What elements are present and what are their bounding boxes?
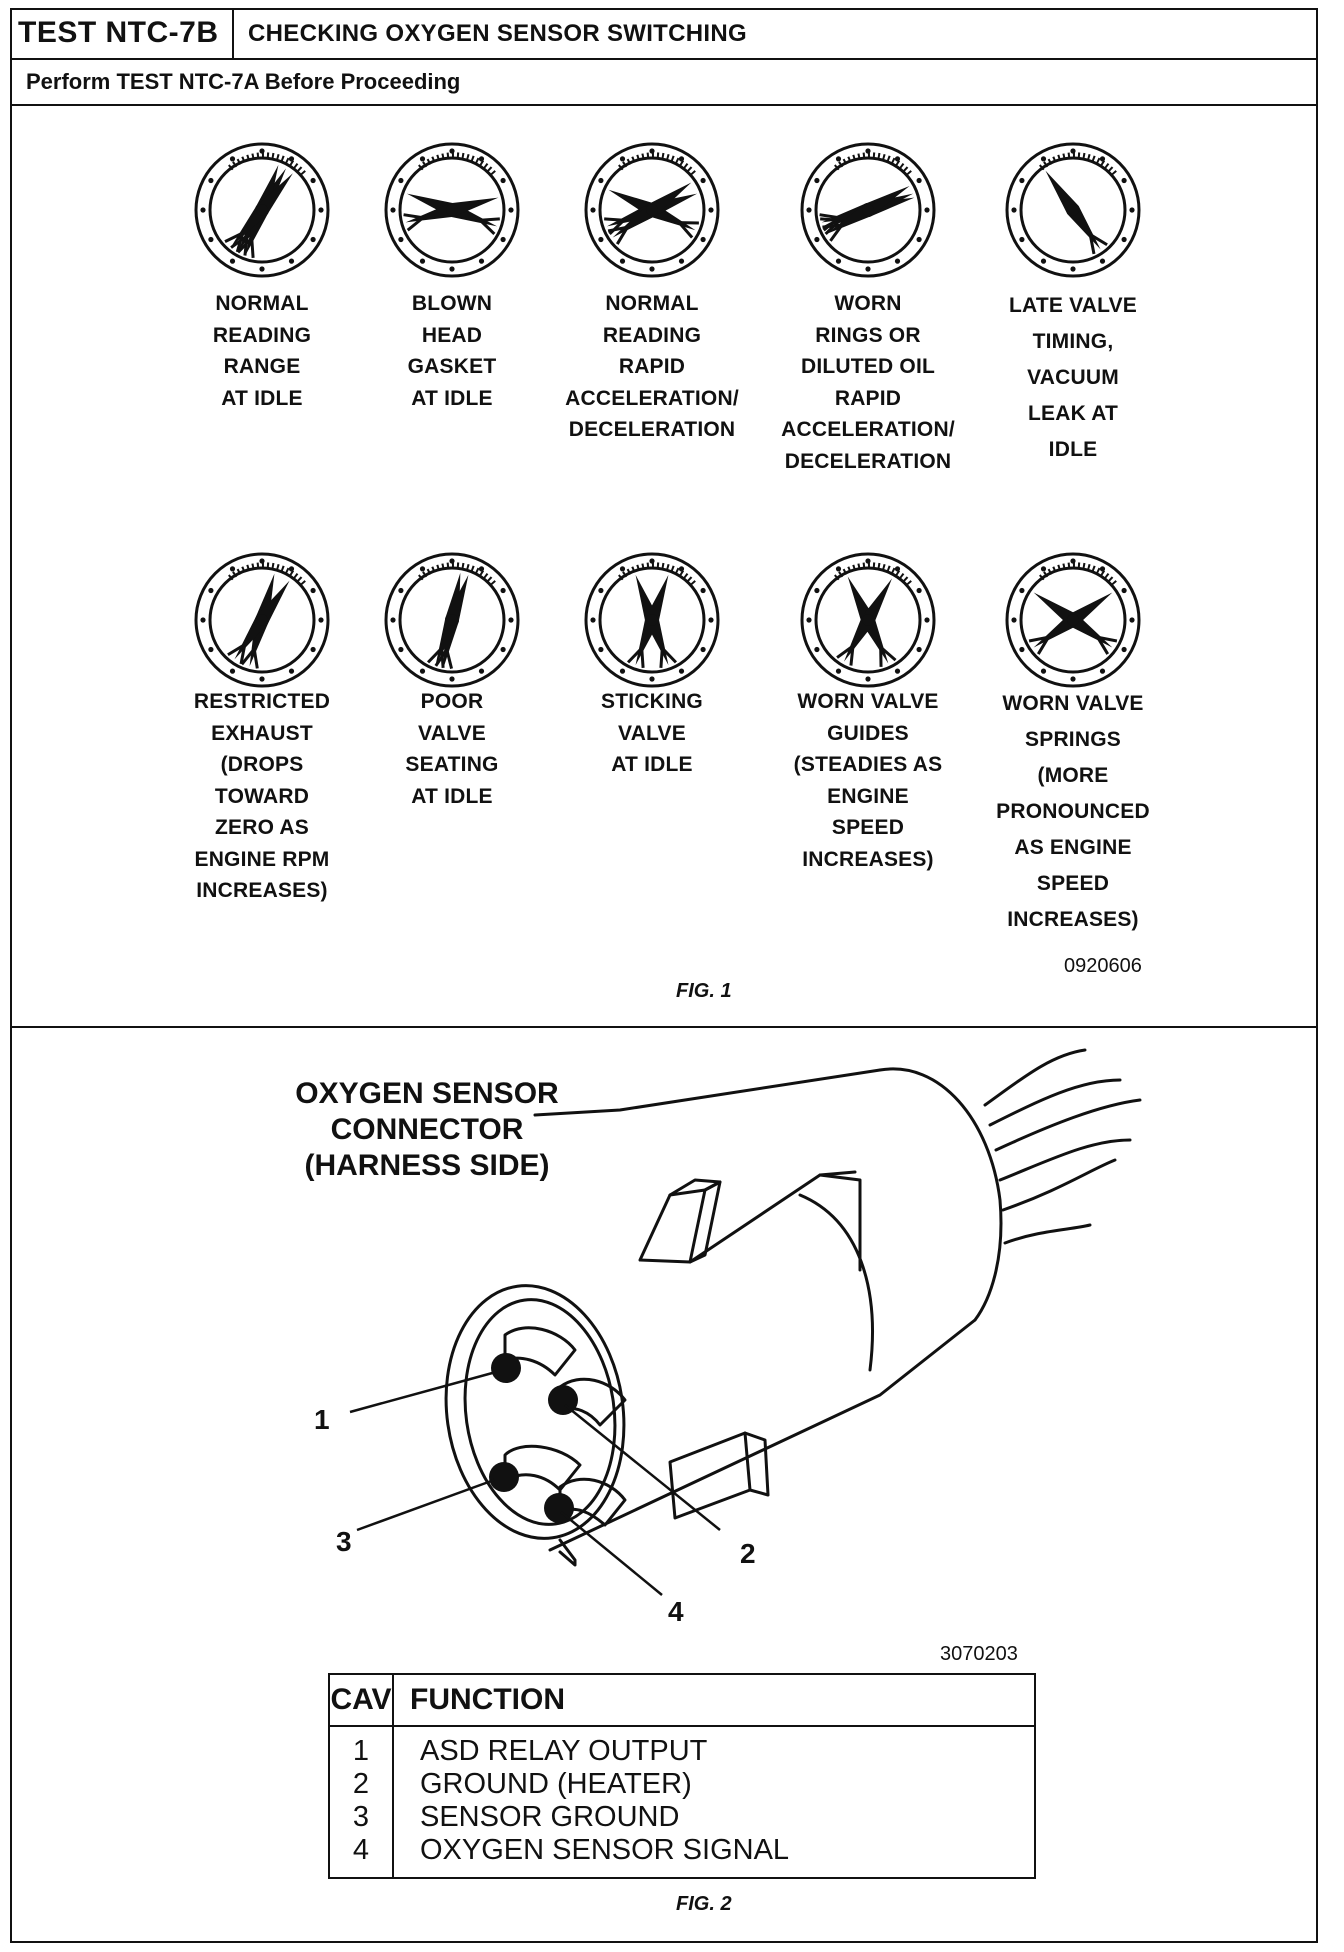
pin-label-2: 2 <box>740 1538 756 1570</box>
figure-2-code: 3070203 <box>940 1643 1018 1666</box>
function-cell: GROUND (HEATER) <box>393 1768 1035 1801</box>
table-row: 4 OXYGEN SENSOR SIGNAL <box>329 1834 1035 1878</box>
table-row: 2 GROUND (HEATER) <box>329 1768 1035 1801</box>
table-row: 1 ASD RELAY OUTPUT <box>329 1726 1035 1768</box>
function-cell: SENSOR GROUND <box>393 1801 1035 1834</box>
cav-column-header: CAV <box>329 1674 393 1726</box>
function-cell: OXYGEN SENSOR SIGNAL <box>393 1834 1035 1878</box>
function-column-header: FUNCTION <box>393 1674 1035 1726</box>
cav-cell: 3 <box>329 1801 393 1834</box>
function-cell: ASD RELAY OUTPUT <box>393 1726 1035 1768</box>
figure-2-caption: FIG. 2 <box>676 1893 732 1916</box>
cav-cell: 1 <box>329 1726 393 1768</box>
cav-cell: 2 <box>329 1768 393 1801</box>
cavity-function-table: CAV FUNCTION 1 ASD RELAY OUTPUT 2 GROUND… <box>328 1673 1036 1879</box>
pin-label-4: 4 <box>668 1596 684 1628</box>
pin-label-3: 3 <box>336 1526 352 1558</box>
table-row: 3 SENSOR GROUND <box>329 1801 1035 1834</box>
pin-label-1: 1 <box>314 1404 330 1436</box>
cav-cell: 4 <box>329 1834 393 1878</box>
table-header-row: CAV FUNCTION <box>329 1674 1035 1726</box>
